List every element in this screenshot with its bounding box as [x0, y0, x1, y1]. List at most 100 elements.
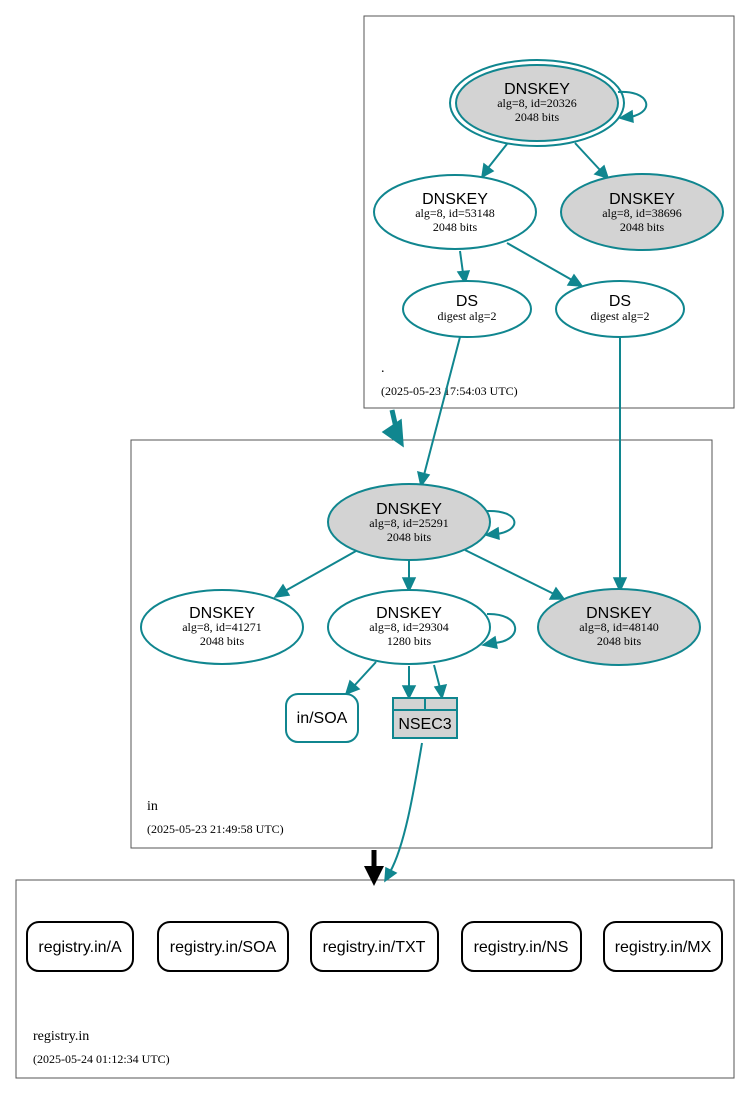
arrowhead [364, 866, 384, 886]
node-sub: 2048 bits [597, 634, 642, 648]
rrset-box [310, 921, 439, 972]
in-zsk-ellipse [327, 589, 491, 665]
node-sub: 2048 bits [387, 530, 432, 544]
edge-root-ksk-to-38696 [574, 142, 601, 171]
arrowhead [618, 109, 634, 124]
arrowhead [548, 586, 566, 600]
node-title: DS [609, 293, 631, 310]
node-sub: 2048 bits [200, 634, 245, 648]
rrset-label: in/SOA [297, 710, 348, 727]
rrset-label: registry.in/MX [615, 939, 712, 956]
arrowhead [417, 470, 431, 488]
root-ds-2-ellipse [555, 280, 685, 338]
node-root-ds-1[interactable]: DS digest alg=2 [402, 280, 532, 338]
in-key-48140-ellipse [537, 588, 701, 666]
arrowhead [433, 684, 448, 700]
zone-root-timestamp: (2025-05-23 17:54:03 UTC) [381, 384, 518, 398]
edge-in-zsk-to-nsec3-b [433, 664, 441, 689]
node-root-ksk[interactable]: DNSKEY alg=8, id=20326 2048 bits [449, 59, 625, 147]
arrowhead [566, 273, 584, 287]
node-in-zsk-29304[interactable]: DNSKEY alg=8, id=29304 1280 bits [327, 589, 491, 665]
rrset-label: NSEC3 [398, 716, 451, 733]
node-root-zsk-38696[interactable]: DNSKEY alg=8, id=38696 2048 bits [560, 173, 724, 251]
edge-53148-to-ds2 [506, 242, 573, 281]
edge-nsec3-to-registry [389, 742, 423, 873]
arrowhead [344, 679, 361, 696]
arrowhead [401, 685, 417, 700]
node-root-zsk-53148[interactable]: DNSKEY alg=8, id=53148 2048 bits [373, 174, 537, 250]
zone-registry-box [15, 879, 735, 1079]
node-title: DNSKEY [504, 81, 570, 98]
zone-in-box [130, 439, 713, 849]
rrset-label: registry.in/SOA [170, 939, 277, 956]
node-sub: 2048 bits [515, 110, 560, 124]
edge-root-ksk-to-53148 [487, 143, 508, 169]
edge-53148-to-ds1 [459, 250, 464, 274]
root-zsk-38696-ellipse [560, 173, 724, 251]
zone-root-box [363, 15, 735, 409]
in-key-41271-ellipse [140, 589, 304, 665]
zone-root-name: . [381, 361, 385, 376]
root-ds-1-ellipse [402, 280, 532, 338]
node-title: DNSKEY [376, 605, 442, 622]
node-sub: alg=8, id=25291 [369, 516, 449, 530]
root-ksk-ellipse [455, 64, 619, 142]
node-sub: alg=8, id=48140 [579, 620, 659, 634]
arrowhead [481, 162, 495, 179]
arrowhead [481, 635, 498, 649]
zone-registry: registry.in (2025-05-24 01:12:34 UTC) [15, 879, 735, 1079]
node-in-soa[interactable]: in/SOA [285, 693, 359, 743]
node-root-ds-2[interactable]: DS digest alg=2 [555, 280, 685, 338]
node-sub: alg=8, id=20326 [497, 96, 577, 110]
root-ksk-outer-ring [449, 59, 625, 147]
node-in-key-48140[interactable]: DNSKEY alg=8, id=48140 2048 bits [537, 588, 701, 666]
node-title: DS [456, 293, 478, 310]
node-title: DNSKEY [189, 605, 255, 622]
arrowhead [401, 577, 417, 593]
node-in-ksk-25291[interactable]: DNSKEY alg=8, id=25291 2048 bits [327, 483, 491, 561]
in-ksk-ellipse [327, 483, 491, 561]
in-soa-box [285, 693, 359, 743]
rrset-registry-mx[interactable]: registry.in/MX [603, 921, 723, 972]
edge-in-ksk-to-48140 [464, 549, 555, 595]
edge-in-zsk-to-soa [353, 661, 377, 687]
node-sub: digest alg=2 [437, 309, 496, 323]
node-sub: 2048 bits [620, 220, 665, 234]
zone-registry-name: registry.in [33, 1029, 89, 1044]
rrset-registry-ns[interactable]: registry.in/NS [461, 921, 582, 972]
rrset-label: registry.in/TXT [323, 939, 426, 956]
rrset-box [603, 921, 723, 972]
node-in-key-41271[interactable]: DNSKEY alg=8, id=41271 2048 bits [140, 589, 304, 665]
arrowhead [381, 418, 404, 448]
rrset-box [157, 921, 289, 972]
edge-ds1-to-in-ksk [423, 336, 461, 476]
rrset-label: registry.in/A [38, 939, 122, 956]
node-title: DNSKEY [376, 501, 442, 518]
arrowhead [593, 164, 610, 180]
node-title: DNSKEY [586, 605, 652, 622]
rrset-registry-a[interactable]: registry.in/A [26, 921, 134, 972]
arrowhead [456, 270, 471, 285]
rrset-registry-txt[interactable]: registry.in/TXT [310, 921, 439, 972]
edge-root-ksk-self [617, 90, 648, 118]
zone-registry-timestamp: (2025-05-24 01:12:34 UTC) [33, 1052, 170, 1066]
node-sub: alg=8, id=53148 [415, 206, 495, 220]
node-in-nsec3[interactable]: NSEC3 [392, 697, 458, 739]
node-sub: alg=8, id=38696 [602, 206, 682, 220]
node-sub: 2048 bits [433, 220, 478, 234]
rrset-box [461, 921, 582, 972]
rrset-registry-soa[interactable]: registry.in/SOA [157, 921, 289, 972]
arrowhead [273, 583, 291, 598]
node-title: DNSKEY [422, 191, 488, 208]
rrset-label: registry.in/NS [474, 939, 569, 956]
edges [273, 90, 648, 886]
node-sub: alg=8, id=29304 [369, 620, 449, 634]
zone-in: in (2025-05-23 21:49:58 UTC) [130, 439, 713, 849]
node-sub: digest alg=2 [590, 309, 649, 323]
arrowhead [384, 866, 398, 883]
zone-root: . (2025-05-23 17:54:03 UTC) [363, 15, 735, 409]
zone-in-timestamp: (2025-05-23 21:49:58 UTC) [147, 822, 284, 836]
rrset-box [26, 921, 134, 972]
edge-in-zsk-self [486, 612, 516, 644]
